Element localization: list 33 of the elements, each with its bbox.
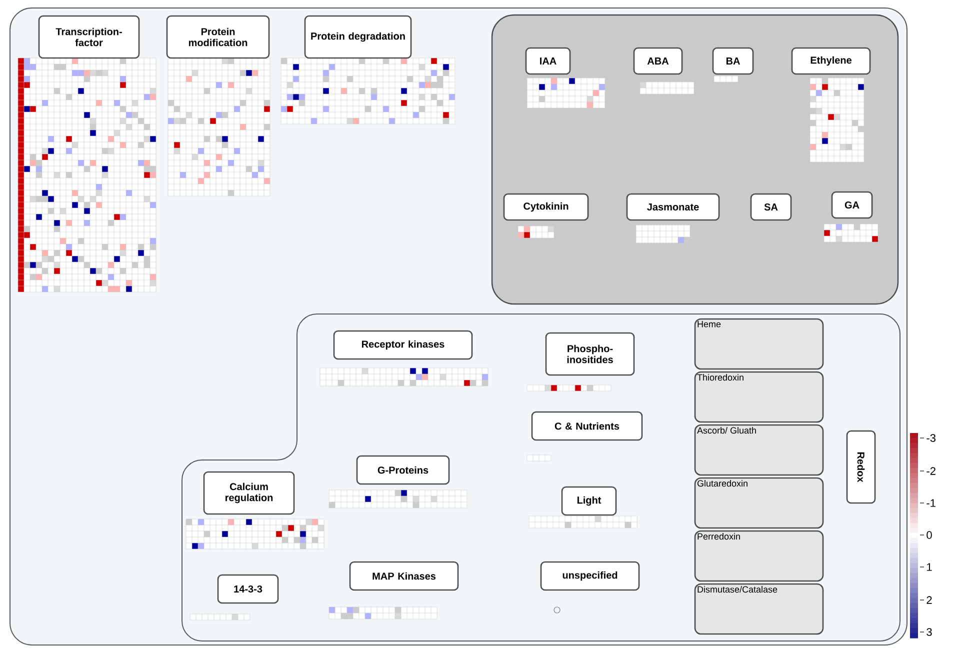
label-box: Protein modification [166, 15, 270, 59]
scale-label: -1 [926, 499, 936, 507]
label-box: 14-3-3 [217, 574, 279, 604]
scale-label: -3 [926, 434, 936, 442]
category-box: Glutaredoxin [694, 477, 824, 529]
label-box: G-Proteins [356, 455, 450, 485]
scale-label: -2 [926, 467, 936, 475]
label-box: Cytokinin [503, 193, 589, 221]
label-box: GA [831, 191, 873, 219]
label-box: Phospho-inositides [545, 332, 635, 376]
label-box: C & Nutrients [531, 411, 643, 441]
label-box: IAA [525, 47, 571, 75]
scale-label: 3 [926, 628, 932, 636]
label-box: Calcium regulation [203, 471, 295, 515]
scale-label: 0 [926, 531, 932, 539]
label-box: ABA [633, 47, 683, 75]
label-box: Redox [846, 430, 876, 504]
category-box: Dismutase/Catalase [694, 583, 824, 635]
label-box: unspecified [540, 561, 640, 591]
category-box: Ascorb/ Gluath [694, 424, 824, 476]
label-box: Transcription-factor [38, 15, 140, 59]
category-box: Thioredoxin [694, 371, 824, 423]
label-box: Jasmonate [626, 193, 720, 221]
label-box: Protein degradation [304, 15, 412, 59]
label-box: SA [750, 193, 792, 221]
label-box: MAP Kinases [349, 561, 459, 591]
label-box: Light [561, 486, 617, 516]
scale-label: 2 [926, 596, 932, 604]
category-box: Perredoxin [694, 530, 824, 582]
label-box: Receptor kinases [333, 330, 473, 360]
scale-label: 1 [927, 563, 932, 571]
category-box: Heme [694, 318, 824, 370]
label-box: Ethylene [791, 47, 871, 75]
